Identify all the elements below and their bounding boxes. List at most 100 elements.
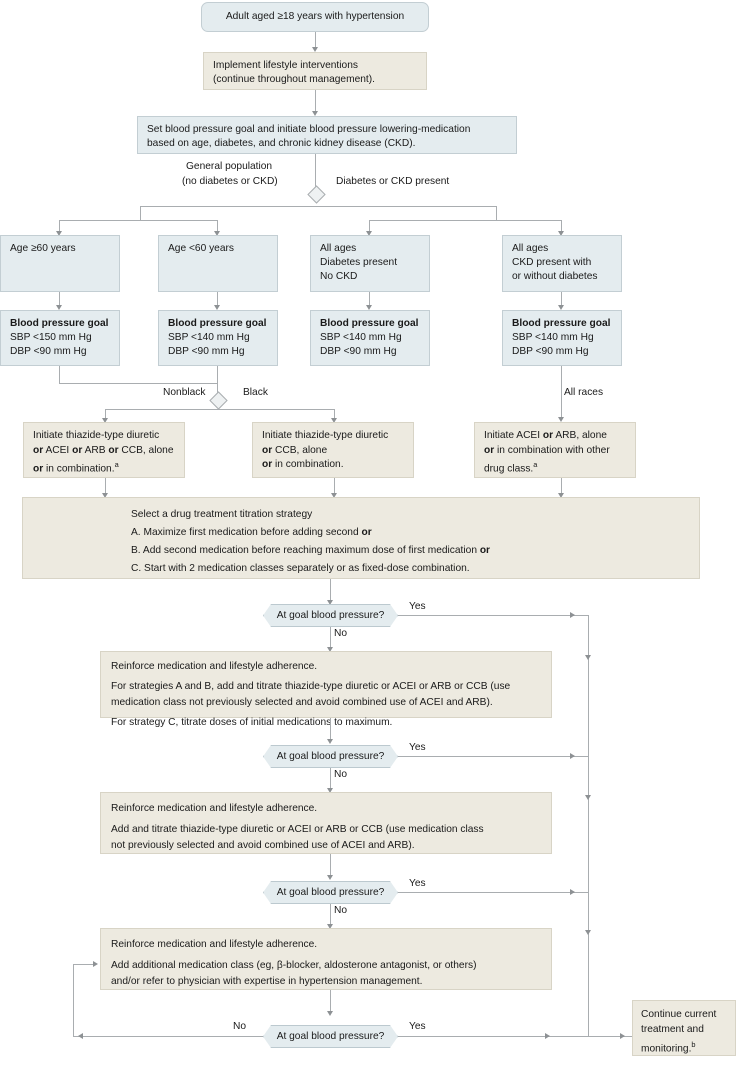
node-initiate-nonblack-line3: or in combination.a	[33, 458, 175, 477]
node-set-goal-line2: based on age, diabetes, and chronic kidn…	[147, 138, 416, 150]
node-reinforce-3: Reinforce medication and lifestyle adher…	[100, 928, 552, 990]
reinforce-1-line3: medication class not previously selected…	[111, 697, 493, 708]
footnote-marker-a: a	[114, 460, 119, 470]
node-col1-line1: Age ≥60 years	[10, 243, 76, 254]
arb-2: ARB, alone	[555, 430, 607, 441]
edge-col4-to-goal	[561, 292, 562, 307]
node-initiate-ckd-line1: Initiate ACEI or ARB, alone	[484, 429, 626, 444]
drug-class: drug class.	[484, 463, 534, 475]
node-titration-strategy: Select a drug treatment titration strate…	[22, 497, 700, 579]
edge-no-4-left	[73, 1036, 263, 1037]
reinforce-2-line2: Add and titrate thiazide-type diuretic o…	[111, 824, 484, 835]
node-col4-line1: All ages	[512, 243, 549, 254]
arb-1: ARB	[84, 444, 106, 456]
reinforce-1-line2: For strategies A and B, add and titrate …	[111, 681, 511, 692]
arrow-right-icon	[545, 1032, 550, 1039]
edge-reinforce2-to-decision3	[330, 854, 331, 877]
node-population-ckd: All ages CKD present with or without dia…	[502, 235, 622, 292]
continue-line1: Continue current	[641, 1009, 717, 1020]
decision-at-goal-2: At goal blood pressure?	[263, 745, 398, 768]
arrow-down-icon	[311, 47, 318, 52]
bold-or-7: or	[542, 430, 554, 441]
decision-at-goal-4: At goal blood pressure?	[263, 1025, 398, 1048]
arrow-down-icon	[365, 305, 372, 310]
in-combination-1: in combination.	[46, 463, 115, 475]
node-bp-goal-3-sbp: SBP <140 mm Hg	[320, 332, 402, 344]
edge-no-2	[330, 768, 331, 790]
edge-goal1-down	[59, 366, 60, 383]
edge-goal4-to-ckd-init	[561, 366, 562, 419]
edge-label-no-4: No	[233, 1021, 247, 1032]
edge-no-4-up	[73, 964, 74, 1037]
edge-label-yes-3: Yes	[409, 878, 426, 889]
edge-bus-right	[315, 206, 497, 207]
decision-4-label: At goal blood pressure?	[276, 1031, 385, 1042]
in-combination-2: in combination.	[275, 459, 344, 471]
decision-at-goal-1: At goal blood pressure?	[263, 604, 398, 627]
edge-merge-to-race-diamond	[217, 383, 218, 397]
reinforce-3-line3: and/or refer to physician with expertise…	[111, 976, 423, 987]
node-initiate-ckd: Initiate ACEI or ARB, alone or in combin…	[474, 422, 636, 478]
edge-ckd-to-titration	[561, 478, 562, 495]
edge-label-diabetes-ckd-present: Diabetes or CKD present	[336, 176, 450, 187]
edge-label-all-races: All races	[564, 387, 604, 398]
node-initiate-black-line3: or in combination.	[262, 458, 404, 473]
arrow-down-icon	[101, 418, 108, 423]
node-reinforce-2: Reinforce medication and lifestyle adher…	[100, 792, 552, 854]
arrow-down-icon	[584, 795, 591, 800]
edge-black-to-titration	[334, 478, 335, 495]
edge-bus-left	[140, 206, 316, 207]
edge-no-1	[330, 627, 331, 649]
edge-race-right-drop	[334, 409, 335, 420]
edge-no-4-into-box	[73, 964, 95, 965]
bold-or-8: or	[484, 444, 495, 456]
arrow-down-icon	[55, 231, 62, 236]
arrow-down-icon	[584, 655, 591, 660]
node-bp-goal-2: Blood pressure goal SBP <140 mm Hg DBP <…	[158, 310, 278, 366]
edge-label-no-3: No	[334, 905, 348, 916]
edge-reinforce3-to-decision4	[330, 990, 331, 1013]
edge-label-yes-1: Yes	[409, 601, 426, 612]
arrow-down-icon	[213, 231, 220, 236]
node-population-age-under60: Age <60 years	[158, 235, 278, 292]
arrow-down-icon	[326, 875, 333, 880]
ccb-1: CCB, alone	[121, 444, 174, 456]
node-col3-line1: All ages	[320, 243, 357, 254]
bold-or-1: or	[33, 444, 44, 456]
node-col3-line3: No CKD	[320, 271, 358, 283]
titration-a-text: A. Maximize first medication before addi…	[131, 527, 362, 538]
node-lifestyle: Implement lifestyle interventions (conti…	[203, 52, 427, 90]
edge-subbus-left	[59, 220, 217, 221]
node-initiate-nonblack-line2: or ACEI or ARB or CCB, alone	[33, 444, 175, 459]
node-initiate-ckd-line2: or in combination with other	[484, 444, 626, 459]
reinforce-3-line1: Reinforce medication and lifestyle adher…	[111, 939, 318, 950]
edge-lifestyle-to-setgoal	[315, 90, 316, 113]
bold-or-5: or	[262, 444, 273, 456]
arrow-down-icon	[584, 930, 591, 935]
decision-at-goal-3: At goal blood pressure?	[263, 881, 398, 904]
node-bp-goal-1-title: Blood pressure goal	[10, 318, 109, 329]
node-start: Adult aged ≥18 years with hypertension	[201, 2, 429, 32]
arrow-down-icon	[557, 231, 564, 236]
titration-title: Select a drug treatment titration strate…	[131, 509, 313, 520]
reinforce-2-line3: not previously selected and avoid combin…	[111, 840, 415, 851]
footnote-marker-b: b	[691, 1040, 696, 1049]
node-set-goal-line1: Set blood pressure goal and initiate blo…	[147, 124, 471, 135]
reinforce-2-line1: Reinforce medication and lifestyle adher…	[111, 803, 318, 814]
edge-label-yes-4: Yes	[409, 1021, 426, 1032]
node-initiate-black: Initiate thiazide-type diuretic or CCB, …	[252, 422, 414, 478]
continue-line3: monitoring.b	[641, 1037, 727, 1056]
node-bp-goal-1-sbp: SBP <150 mm Hg	[10, 332, 92, 344]
node-bp-goal-1-dbp: DBP <90 mm Hg	[10, 346, 87, 358]
bold-or-2: or	[72, 444, 83, 456]
ccb-2: CCB, alone	[275, 444, 328, 456]
in-combination-3: in combination with other	[497, 444, 610, 456]
node-bp-goal-2-dbp: DBP <90 mm Hg	[168, 346, 245, 358]
edge-yes-4	[398, 1036, 632, 1037]
edge-race-left	[105, 409, 218, 410]
node-col4-line2: CKD present with	[512, 257, 592, 269]
edge-goal2-down	[217, 366, 218, 383]
reinforce-1-line4: For strategy C, titrate doses of initial…	[111, 717, 393, 728]
node-start-label: Adult aged ≥18 years with hypertension	[225, 10, 405, 22]
